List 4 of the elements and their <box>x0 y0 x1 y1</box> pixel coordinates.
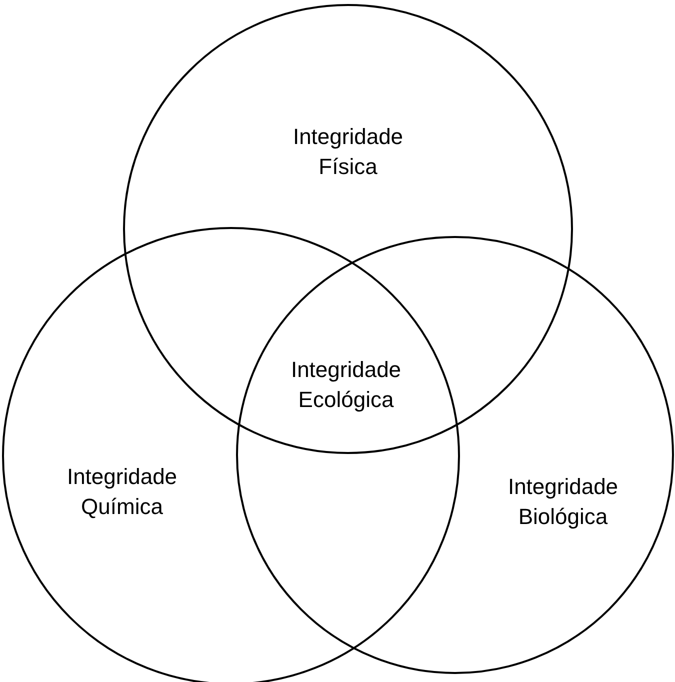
overlap-label: Integridade Ecológica <box>290 356 402 414</box>
circle-label: Integridade Biológica <box>506 473 620 531</box>
circle-label: Integridade Química <box>66 463 178 521</box>
circle-label: Integridade Física <box>292 123 404 181</box>
